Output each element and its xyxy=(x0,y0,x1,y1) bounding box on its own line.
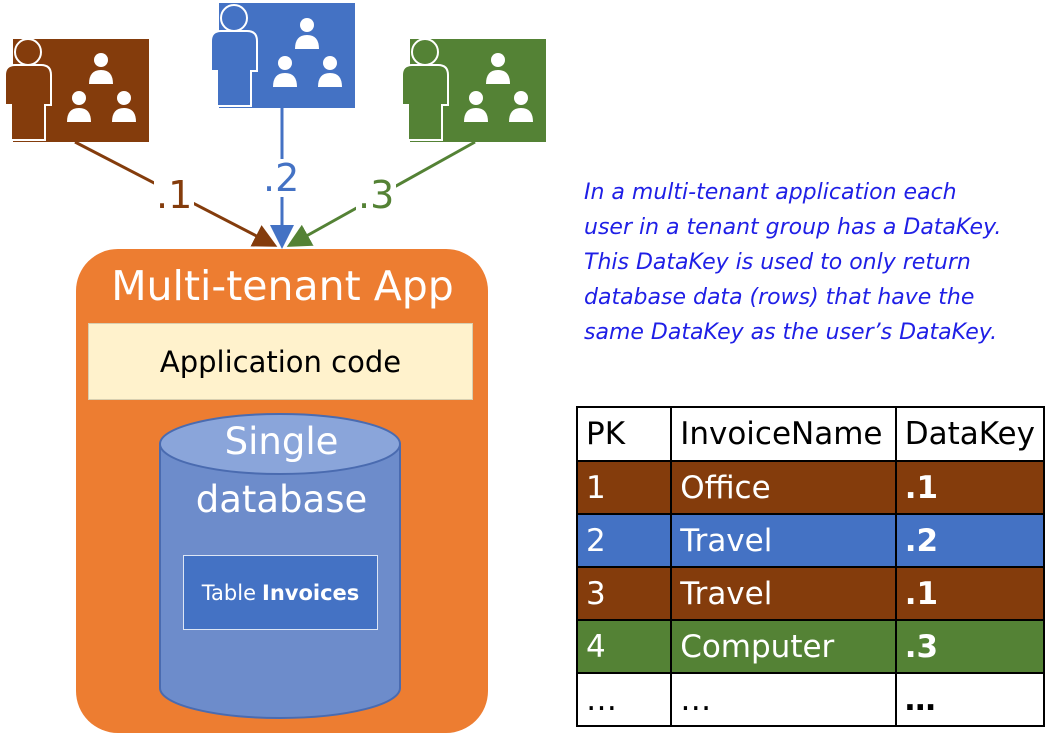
cell-datakey: .1 xyxy=(894,460,1046,515)
tenant-1-key-label: .1 xyxy=(154,173,195,217)
table-prefix-label: Table xyxy=(201,580,257,605)
tenant-group-2 xyxy=(207,3,355,108)
cell-invoice-name: Office xyxy=(670,460,897,515)
tenant-group-icon xyxy=(210,3,355,108)
cell-invoice-name: … xyxy=(670,672,897,727)
table-header-row: PK InvoiceName DataKey xyxy=(575,406,1046,462)
explanation-note: In a multi-tenant application each user … xyxy=(584,180,1002,345)
database-label-line2: database xyxy=(195,478,368,521)
cell-pk: 1 xyxy=(575,460,673,515)
cell-pk: 2 xyxy=(575,513,673,568)
table-row: ……… xyxy=(575,672,1046,727)
invoices-table-box: Table Invoices xyxy=(183,555,378,630)
cell-datakey: … xyxy=(894,672,1046,727)
tenant-2-key-label: .2 xyxy=(261,156,302,200)
cell-datakey: .1 xyxy=(894,566,1046,621)
tenant-group-3 xyxy=(398,37,546,142)
cell-datakey: .2 xyxy=(894,513,1046,568)
database-label-line1: Single xyxy=(224,420,339,463)
tenant-3-key-label: .3 xyxy=(356,173,397,217)
cell-pk: 3 xyxy=(575,566,673,621)
application-code-label: Application code xyxy=(159,344,402,379)
tenant-group-icon xyxy=(401,38,546,142)
cell-invoice-name: Computer xyxy=(670,619,897,674)
cell-invoice-name: Travel xyxy=(670,513,897,568)
tenant-group-icon xyxy=(4,38,149,142)
header-pk: PK xyxy=(575,406,673,462)
cell-datakey: .3 xyxy=(894,619,1046,674)
cell-invoice-name: Travel xyxy=(670,566,897,621)
app-title: Multi-tenant App xyxy=(111,262,454,310)
cell-pk: 4 xyxy=(575,619,673,674)
header-datakey: DataKey xyxy=(894,406,1046,462)
cell-pk: … xyxy=(575,672,673,727)
application-code-box: Application code xyxy=(88,323,473,400)
header-invoice-name: InvoiceName xyxy=(670,406,897,462)
table-name-label: Invoices xyxy=(262,580,360,605)
tenant-group-1 xyxy=(1,37,149,142)
